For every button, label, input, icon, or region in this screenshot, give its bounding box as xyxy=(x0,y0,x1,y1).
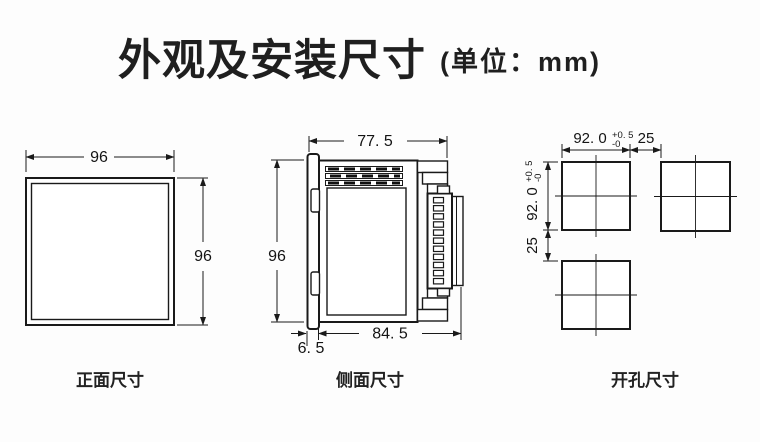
cutout-spacing-v-value: 25 xyxy=(524,237,541,254)
cutout-width-tol-plus: +0. 5 xyxy=(612,130,633,141)
rear-plate xyxy=(451,195,464,287)
side-height-value: 96 xyxy=(268,248,286,265)
front-height-value: 96 xyxy=(194,248,212,265)
cutout-square-top-right xyxy=(654,155,737,238)
cutout-spacing-h-value: 25 xyxy=(638,130,655,147)
front-dim-height: 96 xyxy=(177,177,212,326)
mount-clip-bottom xyxy=(310,271,321,296)
front-view: 96 96 xyxy=(25,149,212,326)
cutout-square-top-left xyxy=(555,155,637,237)
side-view: 77. 5 96 xyxy=(268,133,464,357)
vent-slots xyxy=(325,166,403,186)
side-view-caption: 侧面尺寸 xyxy=(336,371,404,390)
mount-clip-top xyxy=(310,188,321,213)
side-top-value: 77. 5 xyxy=(357,133,393,150)
title-unit: (单位：mm) xyxy=(440,47,601,77)
terminal-tab-top xyxy=(436,185,451,195)
front-view-caption: 正面尺寸 xyxy=(76,371,144,390)
cutout-height-value: 92. 0 xyxy=(524,187,541,220)
cutout-square-bottom-left xyxy=(555,254,637,336)
side-depth-value: 84. 5 xyxy=(372,326,408,343)
front-inner-frame xyxy=(30,182,170,321)
side-bezel-value: 6. 5 xyxy=(298,340,325,357)
cutout-width-tol-minus: -0 xyxy=(612,139,620,150)
side-inner-case xyxy=(326,187,407,316)
front-dim-width: 96 xyxy=(25,149,175,172)
side-dim-top: 77. 5 xyxy=(308,133,448,158)
cutout-view-caption: 开孔尺寸 xyxy=(611,371,679,390)
terminal-screws xyxy=(432,196,445,285)
front-width-value: 96 xyxy=(90,149,108,166)
cutout-width-value: 92. 0 xyxy=(573,130,606,147)
side-dim-depth: 84. 5 xyxy=(318,287,462,343)
side-bezel xyxy=(306,153,320,330)
cutout-height-tol-minus: -0 xyxy=(533,174,544,182)
cutout-height-tol-plus: +0. 5 xyxy=(524,161,535,182)
side-dim-bezel: 6. 5 xyxy=(291,330,325,357)
terminal-tab-bottom xyxy=(436,287,451,297)
cutout-view: 92. 0 +0. 5 -0 25 92. 0 +0. 5 -0 25 xyxy=(524,130,737,336)
cutout-dim-height: 92. 0 +0. 5 -0 25 xyxy=(524,161,558,262)
cutout-dim-width: 92. 0 +0. 5 -0 25 xyxy=(561,130,662,158)
page-title: 外观及安装尺寸 (单位：mm) xyxy=(118,26,601,88)
side-dim-height: 96 xyxy=(268,159,304,323)
title-text: 外观及安装尺寸 xyxy=(118,37,426,85)
